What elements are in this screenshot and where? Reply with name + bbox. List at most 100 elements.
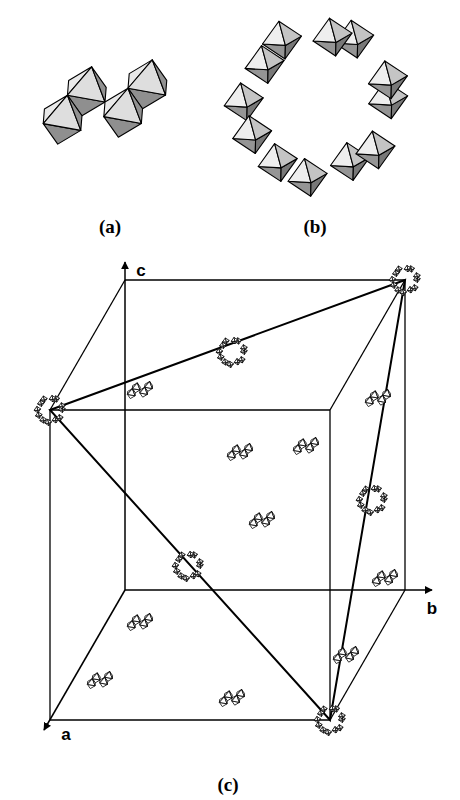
octahedron-face bbox=[224, 691, 232, 698]
octahedron-face bbox=[370, 391, 378, 398]
octahedron-face bbox=[241, 83, 264, 107]
axis-label: a bbox=[61, 726, 70, 743]
octahedron-face bbox=[52, 395, 56, 399]
octahedron-face bbox=[127, 389, 135, 396]
octahedron-face bbox=[61, 403, 65, 407]
polyhedra bbox=[34, 18, 420, 735]
octahedron-face bbox=[199, 559, 203, 563]
octahedron-face bbox=[224, 106, 247, 121]
octahedron-face bbox=[311, 437, 319, 444]
axis-label: c bbox=[136, 262, 145, 279]
octahedron-face bbox=[383, 395, 386, 402]
octahedron-face bbox=[298, 439, 306, 446]
octahedron-face bbox=[398, 287, 402, 291]
octahedron-face bbox=[176, 568, 180, 572]
octahedron-face bbox=[303, 439, 306, 446]
octahedron-face bbox=[338, 648, 346, 655]
octahedron-face bbox=[382, 571, 385, 578]
octahedron-face bbox=[145, 613, 153, 620]
octahedron-face bbox=[377, 577, 380, 584]
octahedron-face bbox=[360, 502, 364, 506]
cell-edge bbox=[50, 719, 330, 720]
octahedron-face bbox=[225, 359, 229, 363]
octahedron-face bbox=[87, 679, 95, 686]
octahedron-face bbox=[365, 397, 373, 404]
octahedron-face bbox=[140, 387, 148, 394]
octahedron-face bbox=[238, 338, 242, 342]
octahedron-face bbox=[330, 165, 353, 180]
octahedra-ring bbox=[224, 18, 407, 196]
octahedron-face bbox=[356, 646, 359, 653]
octahedron-face bbox=[227, 451, 235, 458]
octahedron-face bbox=[92, 67, 107, 102]
octahedra-dimer bbox=[43, 60, 167, 144]
octahedron-face bbox=[329, 18, 352, 42]
octahedron-face bbox=[132, 389, 135, 396]
octahedron-face bbox=[110, 671, 113, 678]
octahedron-face bbox=[230, 361, 234, 365]
octahedron-face bbox=[40, 400, 44, 404]
octahedron-face bbox=[43, 396, 47, 400]
octahedron-face bbox=[293, 445, 301, 452]
axis-label: b bbox=[427, 600, 437, 617]
octahedron-face bbox=[249, 116, 272, 140]
octahedron-face bbox=[320, 710, 324, 714]
octahedron-face bbox=[414, 285, 418, 289]
octahedron-face bbox=[105, 671, 113, 678]
unit-cell bbox=[44, 262, 432, 730]
octahedron-face bbox=[178, 556, 182, 560]
octahedron-face bbox=[341, 713, 345, 717]
octahedron-face bbox=[132, 383, 140, 390]
octahedron-face bbox=[222, 342, 226, 346]
octahedron-face bbox=[317, 716, 321, 720]
octahedron-face bbox=[333, 654, 341, 661]
octahedron-face bbox=[316, 437, 319, 444]
octahedron-face bbox=[374, 485, 378, 489]
octahedron-face bbox=[137, 615, 140, 622]
octahedron-face bbox=[152, 60, 167, 95]
cell-edge bbox=[125, 279, 405, 280]
octahedron-face bbox=[250, 443, 253, 450]
octahedron-face bbox=[175, 562, 179, 566]
octahedron-face bbox=[186, 575, 190, 579]
cell-edge bbox=[50, 280, 125, 410]
octahedron-face bbox=[267, 517, 270, 524]
octahedron-face bbox=[362, 490, 366, 494]
octahedron-face bbox=[225, 338, 229, 342]
octahedron-face bbox=[336, 706, 340, 710]
octahedron-face bbox=[351, 646, 359, 653]
octahedron-face bbox=[378, 486, 382, 490]
octahedron-face bbox=[105, 677, 108, 684]
octahedron-face bbox=[145, 381, 153, 388]
octahedron-face bbox=[237, 689, 245, 696]
ring-cluster bbox=[34, 395, 65, 425]
octahedron-face bbox=[92, 679, 95, 686]
octahedron-face bbox=[38, 412, 42, 416]
octahedron-face bbox=[233, 139, 256, 154]
cell-edge bbox=[329, 410, 330, 720]
dimer-cluster bbox=[227, 443, 252, 460]
octahedron-face bbox=[393, 282, 397, 286]
octahedron-face bbox=[288, 181, 311, 196]
ring-cluster bbox=[172, 551, 203, 581]
octahedron-face bbox=[137, 383, 140, 390]
octahedron-face bbox=[249, 519, 257, 526]
octahedron-face bbox=[245, 443, 253, 450]
cell-edge bbox=[49, 410, 50, 720]
dimer-cluster bbox=[249, 511, 274, 528]
octahedron-face bbox=[306, 443, 314, 450]
octahedron-face bbox=[407, 265, 411, 269]
octahedron-face bbox=[378, 395, 386, 402]
octahedron-face bbox=[332, 705, 336, 709]
octahedron-face bbox=[132, 621, 135, 628]
octahedron-face bbox=[127, 621, 135, 628]
octahedron-face bbox=[359, 496, 363, 500]
octahedron-face bbox=[365, 486, 369, 490]
octahedron-face bbox=[237, 445, 240, 452]
octahedron-face bbox=[232, 451, 235, 458]
ring-cluster bbox=[356, 485, 387, 515]
octahedron-face bbox=[242, 689, 245, 696]
octahedron-face bbox=[385, 575, 393, 582]
octahedron-face bbox=[220, 354, 224, 358]
